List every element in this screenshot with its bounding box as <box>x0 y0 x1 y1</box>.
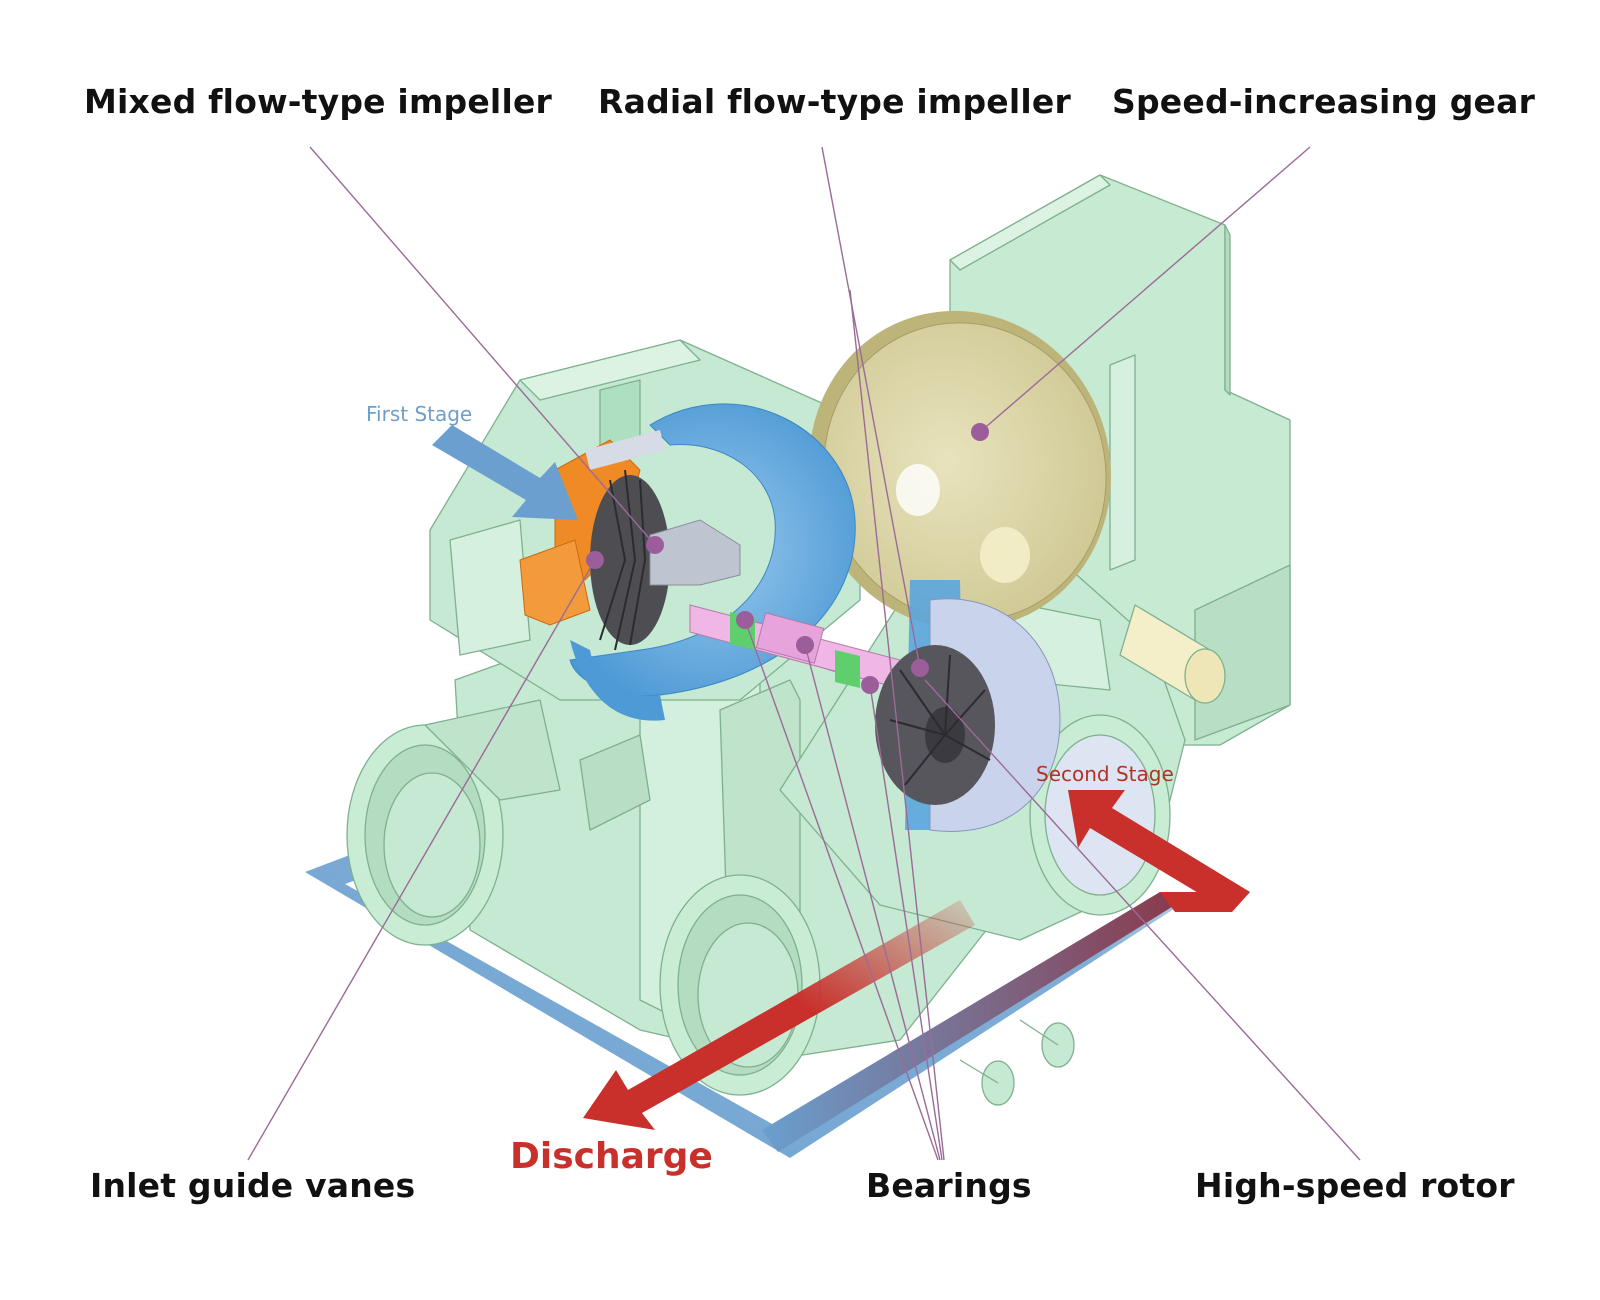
leader-inlet-guide-vanes <box>247 559 596 1161</box>
leader-mixed-impeller <box>309 146 656 546</box>
leader-bearing-1 <box>744 619 939 1161</box>
label-speed-increasing-gear: Speed-increasing gear <box>1112 82 1536 121</box>
leader-high-speed-rotor <box>924 679 1361 1161</box>
leader-bearing-2 <box>804 644 941 1161</box>
discharge-arrow <box>583 900 975 1130</box>
leader-bearing-3 <box>869 684 943 1161</box>
first-stage-inlet-flange <box>346 724 504 946</box>
valve-handwheels <box>959 1019 1075 1106</box>
discharge-flange <box>659 874 821 1096</box>
leader-bearing-4 <box>849 289 945 1161</box>
label-second-stage: Second Stage <box>1036 762 1174 786</box>
label-inlet-guide-vanes: Inlet guide vanes <box>90 1166 416 1205</box>
second-stage-internals <box>875 580 1061 832</box>
label-discharge: Discharge <box>510 1136 713 1177</box>
speed-increasing-gear-graphic <box>809 310 1111 630</box>
output-shaft <box>1119 604 1226 704</box>
first-stage-arrow <box>432 425 578 520</box>
leader-radial-impeller <box>821 146 921 669</box>
leader-lines <box>247 146 1361 1161</box>
label-mixed-flow-impeller: Mixed flow-type impeller <box>84 82 553 121</box>
label-radial-flow-impeller: Radial flow-type impeller <box>598 82 1071 121</box>
leader-speed-gear <box>979 146 1311 433</box>
radial-impeller-graphic <box>875 645 995 805</box>
label-first-stage: First Stage <box>366 402 473 426</box>
mixed-impeller-graphic <box>590 469 670 651</box>
bottom-flow-band <box>762 892 1175 1152</box>
label-high-speed-rotor: High-speed rotor <box>1195 1166 1515 1205</box>
flow-path <box>305 760 1180 1158</box>
label-bearings: Bearings <box>866 1166 1032 1205</box>
second-stage-arrow <box>1068 790 1250 912</box>
callout-markers <box>586 423 989 694</box>
